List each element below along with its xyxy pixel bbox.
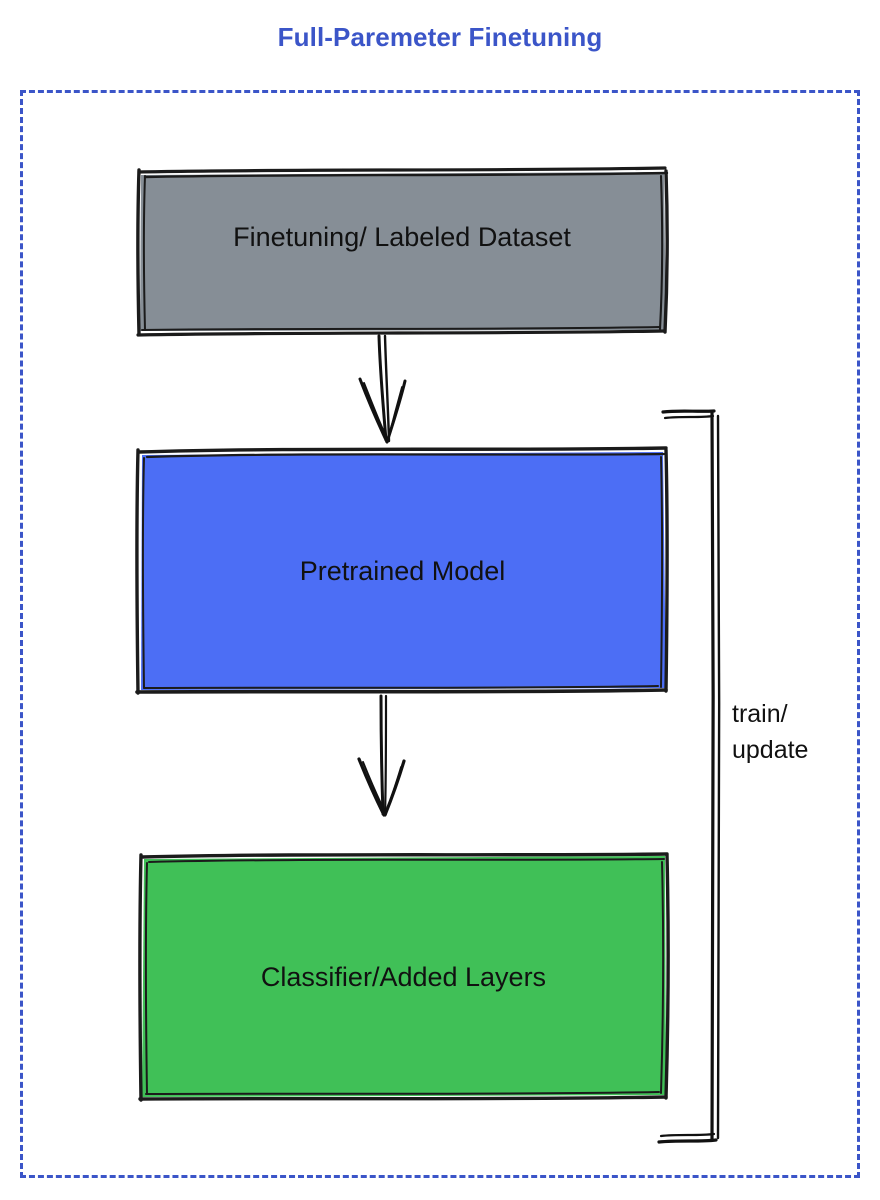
edge-feedback-loop[interactable] xyxy=(657,409,721,1144)
node-pretrained-model-edge-bottom-b xyxy=(143,685,659,689)
page-title: Full-Paremeter Finetuning xyxy=(277,22,603,52)
node-classifier-edge-right-a xyxy=(664,853,670,1100)
edge-dataset-to-model-head-left2 xyxy=(363,382,389,442)
edge-model-to-classifier-head-left2 xyxy=(362,761,387,815)
node-dataset-edge-right-b xyxy=(658,174,664,331)
node-dataset-label: Finetuning/ Labeled Dataset xyxy=(233,222,571,252)
edge-dataset-to-model-head-left xyxy=(358,377,389,444)
edge-model-to-classifier-line-b xyxy=(383,694,388,815)
edge-dataset-to-model-line-a xyxy=(377,334,388,442)
node-dataset-edge-right-a xyxy=(663,169,669,334)
node-dataset[interactable] xyxy=(136,166,669,337)
node-pretrained-model-edge-left-b xyxy=(141,457,145,689)
edge-model-to-classifier-line-a xyxy=(379,694,385,816)
node-pretrained-model[interactable] xyxy=(135,446,669,695)
node-classifier-edge-top-b xyxy=(148,858,665,863)
edge-feedback-bottom-b xyxy=(659,1132,716,1138)
node-classifier-edge-left-b xyxy=(144,862,148,1095)
node-classifier-fill xyxy=(142,856,666,1097)
node-pretrained-model-edge-right-b xyxy=(660,456,664,688)
edge-dataset-to-model-head-right2 xyxy=(387,386,403,441)
node-classifier-edge-bottom-a xyxy=(138,1095,668,1101)
node-pretrained-model-label: Pretrained Model xyxy=(299,556,506,586)
node-pretrained-model-edge-top-a xyxy=(137,446,668,454)
node-classifier-edge-right-b xyxy=(660,861,665,1094)
node-pretrained-model-edge-bottom-a xyxy=(135,688,668,694)
node-classifier-edge-top-a xyxy=(140,852,669,859)
node-dataset-edge-left-a xyxy=(136,168,141,336)
edge-model-to-classifier-head-right2 xyxy=(385,766,402,814)
edge-model-to-classifier-head-left xyxy=(357,757,386,817)
node-classifier-edge-bottom-b xyxy=(145,1091,660,1095)
node-classifier[interactable] xyxy=(138,852,670,1102)
node-classifier-label: Classifier/Added Layers xyxy=(260,962,547,992)
node-dataset-edge-left-b xyxy=(142,175,146,331)
node-classifier-edge-left-a xyxy=(138,853,143,1102)
node-pretrained-model-edge-left-a xyxy=(135,448,140,695)
node-pretrained-model-edge-top-b xyxy=(145,452,666,459)
node-pretrained-model-fill xyxy=(141,452,666,690)
edge-feedback-top-b xyxy=(663,414,715,420)
node-dataset-edge-bottom-b xyxy=(141,326,661,331)
edge-feedback-bottom-a xyxy=(657,1138,718,1144)
edge-dataset-to-model-line-b xyxy=(383,334,391,443)
edge-dataset-to-model[interactable] xyxy=(358,334,407,444)
edge-feedback-loop-label: train/ update xyxy=(732,700,809,764)
edge-feedback-top-a xyxy=(661,409,716,414)
node-dataset-edge-bottom-a xyxy=(136,329,666,337)
edge-feedback-right-b xyxy=(716,414,721,1140)
node-dataset-edge-top-b xyxy=(143,171,669,179)
node-dataset-edge-top-a xyxy=(137,166,667,174)
edge-feedback-right-a xyxy=(710,411,715,1142)
node-dataset-fill xyxy=(140,172,666,331)
dashed-container-frame xyxy=(20,90,860,1178)
node-pretrained-model-edge-right-a xyxy=(664,448,669,693)
edge-model-to-classifier[interactable] xyxy=(357,694,406,817)
